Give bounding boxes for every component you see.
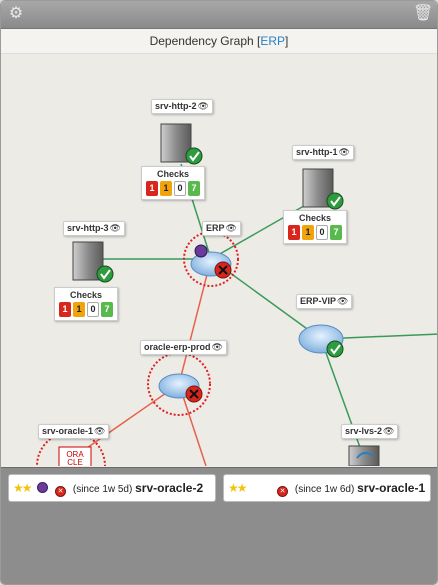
notification-srv-oracle-1[interactable]: ★★ ✕ (since 1w 6d) srv-oracle-1 (223, 474, 431, 502)
notification-host: srv-oracle-1 (357, 481, 426, 495)
node-label-erp[interactable]: ERP👁 (202, 221, 241, 236)
eye-icon[interactable]: 👁 (337, 296, 349, 306)
title-bar: ⚙ 🗑 (1, 1, 437, 29)
checks-ok-count: 7 (330, 225, 342, 240)
node-label-srv-oracle-1[interactable]: srv-oracle-1👁 (38, 424, 110, 439)
eye-icon[interactable]: 👁 (338, 147, 350, 157)
notification-since: (since 1w 6d) (294, 484, 355, 495)
erp-link[interactable]: ERP (260, 34, 286, 48)
graph-header: Dependency Graph [ERP] (1, 29, 437, 54)
purple-status-icon (37, 482, 49, 493)
critical-icon: ✕ (55, 486, 67, 497)
oracle-erp-prod-node-icon[interactable] (147, 352, 211, 416)
trash-icon[interactable]: 🗑 (413, 5, 434, 22)
eye-icon[interactable]: 👁 (94, 426, 106, 436)
checks-ok-count: 7 (101, 302, 113, 317)
checks-warning-count: 1 (302, 225, 314, 240)
node-label-erp-vip[interactable]: ERP-VIP👁 (296, 294, 353, 309)
srv-oracle-1-icon[interactable]: ORA CLE (36, 431, 106, 466)
edge-erp-oracle (178, 258, 212, 385)
node-label-srv-http-2[interactable]: srv-http-2👁 (151, 99, 213, 114)
edge-vip-lvs2 (320, 338, 367, 465)
srv-http-3-icon[interactable] (72, 241, 114, 283)
svg-text:ORA: ORA (66, 450, 84, 459)
node-label-oracle-erp-prod[interactable]: oracle-erp-prod👁 (140, 340, 227, 355)
notification-tray: ★★ ✕ (since 1w 5d) srv-oracle-2 ★★ ✕ (si… (1, 467, 437, 584)
svg-text:CLE: CLE (67, 458, 83, 466)
checks-critical-count: 1 (59, 302, 71, 317)
checks-unknown-count: 0 (316, 225, 328, 240)
notification-host: srv-oracle-2 (135, 481, 204, 495)
notification-since: (since 1w 5d) (72, 484, 133, 495)
stars-icon: ★★ (13, 481, 32, 495)
eye-icon[interactable]: 👁 (109, 223, 121, 233)
eye-icon[interactable]: 👁 (211, 342, 223, 352)
graph-title: Dependency Graph (149, 34, 254, 48)
erp-node-icon[interactable] (183, 231, 239, 287)
eye-icon[interactable]: 👁 (197, 101, 209, 111)
eye-icon[interactable]: 👁 (225, 223, 237, 233)
critical-icon: ✕ (277, 486, 289, 497)
gear-icon[interactable]: ⚙ (8, 5, 24, 22)
checks-ok-count: 7 (188, 181, 200, 196)
eye-icon[interactable]: 👁 (383, 426, 395, 436)
checks-critical-count: 1 (288, 225, 300, 240)
graph-canvas[interactable]: ORA CLE srv-http-2👁 srv-http-1👁 srv-http… (1, 54, 437, 466)
edge-erp-http1 (210, 198, 317, 260)
notification-srv-oracle-2[interactable]: ★★ ✕ (since 1w 5d) srv-oracle-2 (8, 474, 216, 502)
graph-edges: ORA CLE (36, 123, 437, 466)
stars-icon: ★★ (228, 481, 247, 495)
node-label-srv-lvs-2[interactable]: srv-lvs-2👁 (341, 424, 399, 439)
srv-http-1-icon[interactable] (302, 168, 344, 210)
checks-unknown-count: 0 (87, 302, 99, 317)
checks-unknown-count: 0 (174, 181, 186, 196)
checks-warning-count: 1 (160, 181, 172, 196)
node-label-srv-http-3[interactable]: srv-http-3👁 (63, 221, 125, 236)
erp-vip-node-icon[interactable] (298, 324, 344, 358)
node-label-srv-http-1[interactable]: srv-http-1👁 (292, 145, 354, 160)
srv-lvs-2-icon[interactable] (348, 445, 380, 466)
checks-critical-count: 1 (146, 181, 158, 196)
srv-http-2-icon[interactable] (160, 123, 203, 165)
checks-warning-count: 1 (73, 302, 85, 317)
